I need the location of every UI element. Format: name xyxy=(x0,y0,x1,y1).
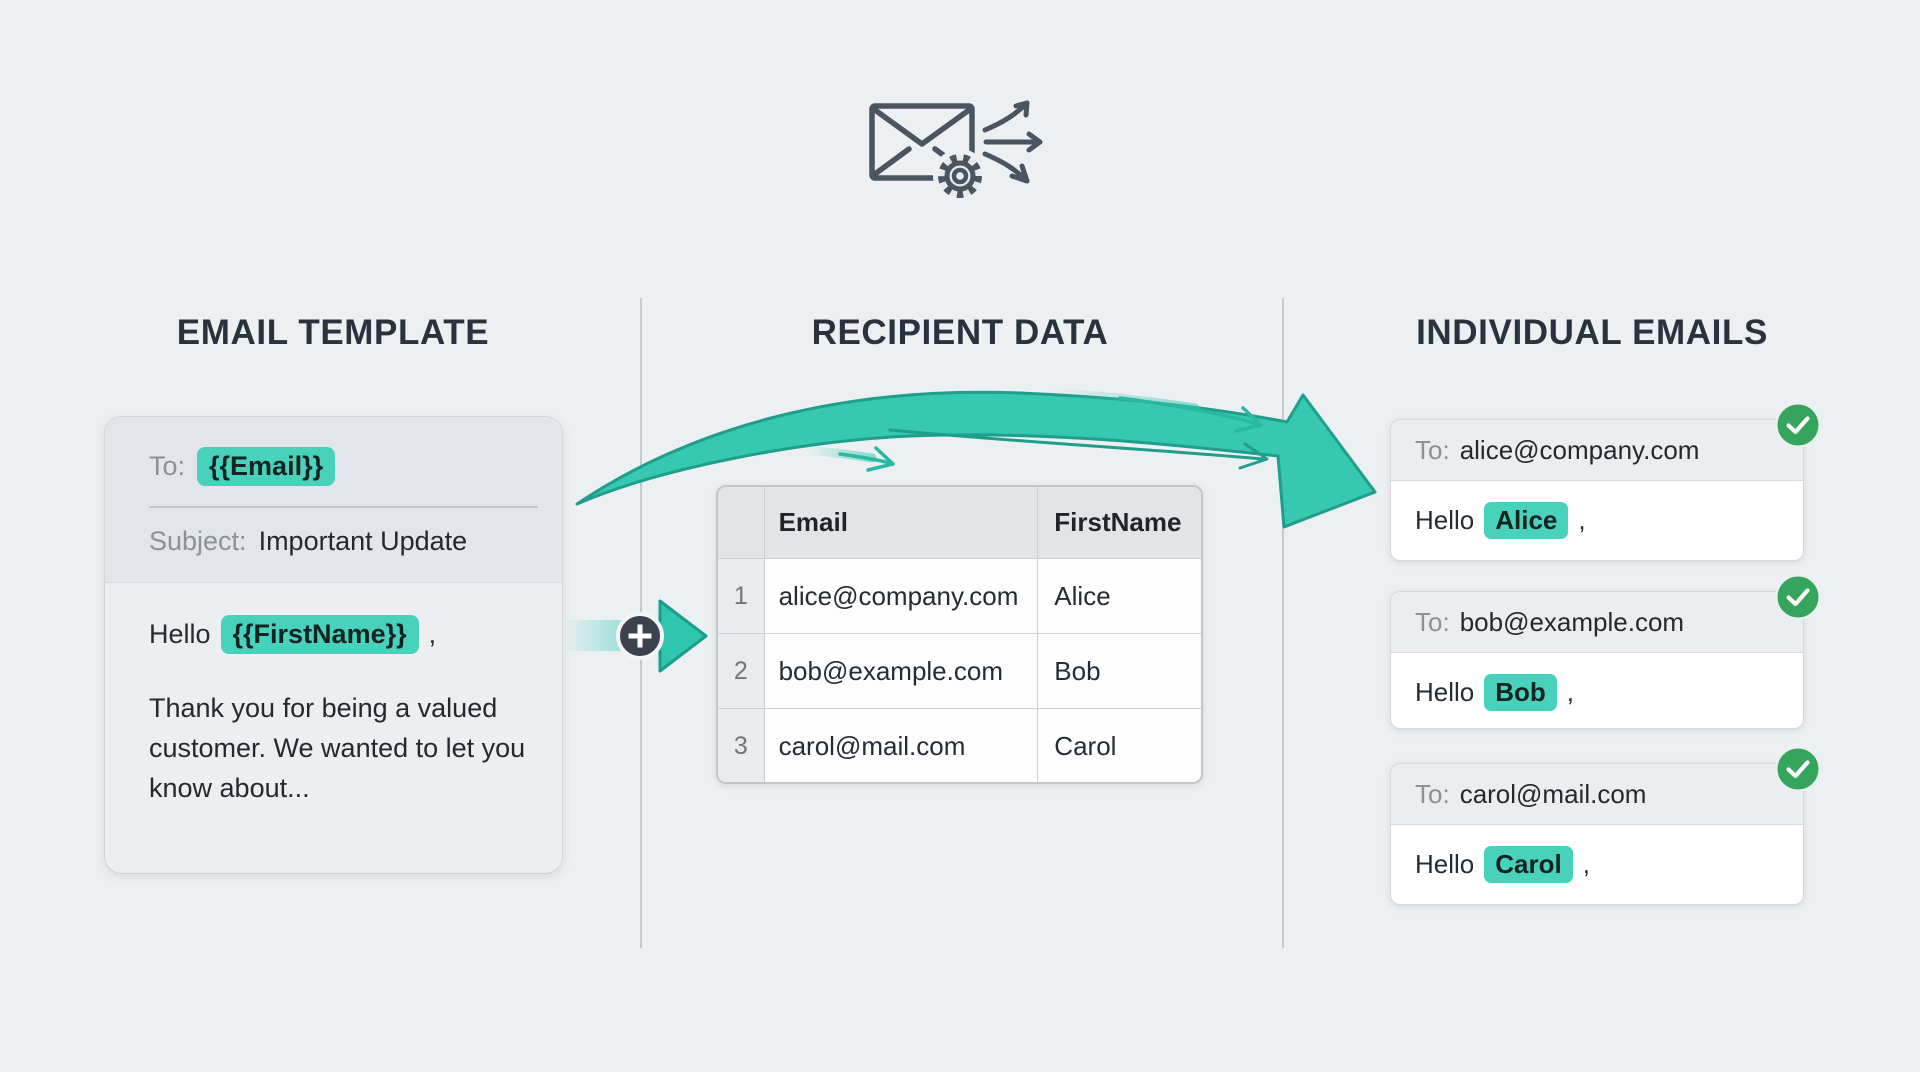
arrow-right-icon xyxy=(658,599,708,673)
to-address: bob@example.com xyxy=(1459,606,1685,637)
check-icon xyxy=(1786,760,1810,779)
cell-firstname: Carol xyxy=(1037,708,1201,782)
cell-email: alice@company.com xyxy=(763,558,1038,633)
variable-chip-email: {{Email}} xyxy=(197,447,336,486)
to-label: To: xyxy=(1415,434,1450,465)
name-chip: Alice xyxy=(1484,502,1569,539)
greeting-prefix: Hello xyxy=(1415,677,1475,707)
email-template-card: To: {{Email}} Subject: Important Update … xyxy=(104,416,563,874)
variable-chip-firstname: {{FirstName}} xyxy=(220,615,419,654)
email-card-body: Hello Carol , xyxy=(1391,825,1803,904)
individual-email-card: To: bob@example.com Hello Bob , xyxy=(1390,574,1821,732)
envelope-icon xyxy=(869,103,975,181)
name-chip: Carol xyxy=(1484,846,1573,883)
section-divider-left xyxy=(640,298,642,948)
row-number: 1 xyxy=(718,558,764,633)
column-header-firstname: FirstName xyxy=(1037,487,1201,558)
subject-value: Important Update xyxy=(258,526,468,556)
fan-out-arrows-icon xyxy=(982,100,1043,184)
to-address: alice@company.com xyxy=(1459,434,1700,465)
greeting-suffix: , xyxy=(1578,505,1586,535)
merge-connector xyxy=(562,599,708,673)
envelope-gear-send-icon xyxy=(869,100,1043,203)
email-card-header: To: alice@company.com xyxy=(1391,420,1803,481)
gear-icon xyxy=(933,149,987,203)
email-card-body: Hello Bob , xyxy=(1391,653,1803,732)
cell-email: bob@example.com xyxy=(763,633,1038,708)
greeting-prefix: Hello xyxy=(149,619,211,649)
to-label: To: xyxy=(149,451,186,481)
heading-email-template: EMAIL TEMPLATE xyxy=(176,313,490,352)
heading-individual-emails: INDIVIDUAL EMAILS xyxy=(1416,313,1768,352)
template-card-header: To: {{Email}} Subject: Important Update xyxy=(105,417,562,583)
greeting-prefix: Hello xyxy=(1415,849,1475,879)
check-icon xyxy=(1786,416,1810,435)
greeting-suffix: , xyxy=(1582,849,1590,879)
swoosh-underside-arrow-icon xyxy=(888,428,1269,470)
name-chip: Bob xyxy=(1484,674,1557,711)
heading-recipient-data: RECIPIENT DATA xyxy=(811,313,1109,352)
table-row: 1 alice@company.com Alice xyxy=(718,558,1201,633)
individual-email-card: To: alice@company.com Hello Alice , xyxy=(1390,402,1821,561)
recipient-data-table: Email FirstName 1 alice@company.com Alic… xyxy=(716,485,1203,784)
template-card-body: Hello {{FirstName}} , Thank you for bein… xyxy=(105,583,562,808)
table-header-row: Email FirstName xyxy=(718,487,1201,558)
row-number-header xyxy=(718,487,764,558)
table-row: 2 bob@example.com Bob xyxy=(718,633,1201,708)
row-number: 2 xyxy=(718,633,764,708)
comet-arrow-icon xyxy=(801,445,895,472)
individual-email-card: To: carol@mail.com Hello Carol , xyxy=(1390,746,1821,905)
to-label: To: xyxy=(1415,606,1450,637)
email-card-header: To: bob@example.com xyxy=(1391,592,1803,653)
email-card-body: Hello Alice , xyxy=(1391,481,1803,560)
section-divider-right xyxy=(1282,298,1284,948)
column-header-email: Email xyxy=(763,487,1038,558)
greeting-suffix: , xyxy=(1566,677,1575,707)
cell-email: carol@mail.com xyxy=(763,708,1038,782)
header-divider xyxy=(149,506,538,508)
check-icon xyxy=(1786,588,1810,607)
cell-firstname: Alice xyxy=(1037,558,1201,633)
to-address: carol@mail.com xyxy=(1459,778,1647,809)
row-number: 3 xyxy=(718,708,764,782)
success-check-badge xyxy=(1775,574,1821,620)
template-body-text: Thank you for being a valued customer. W… xyxy=(149,693,526,803)
comet-arrow-icon xyxy=(1045,387,1263,433)
success-check-badge xyxy=(1775,402,1821,448)
greeting-suffix: , xyxy=(428,619,437,649)
cell-firstname: Bob xyxy=(1037,633,1201,708)
to-label: To: xyxy=(1415,778,1450,809)
subject-label: Subject: xyxy=(149,526,247,556)
greeting-prefix: Hello xyxy=(1415,505,1475,535)
table-row: 3 carol@mail.com Carol xyxy=(718,708,1201,782)
email-card-header: To: carol@mail.com xyxy=(1391,764,1803,825)
success-check-badge xyxy=(1775,746,1821,792)
